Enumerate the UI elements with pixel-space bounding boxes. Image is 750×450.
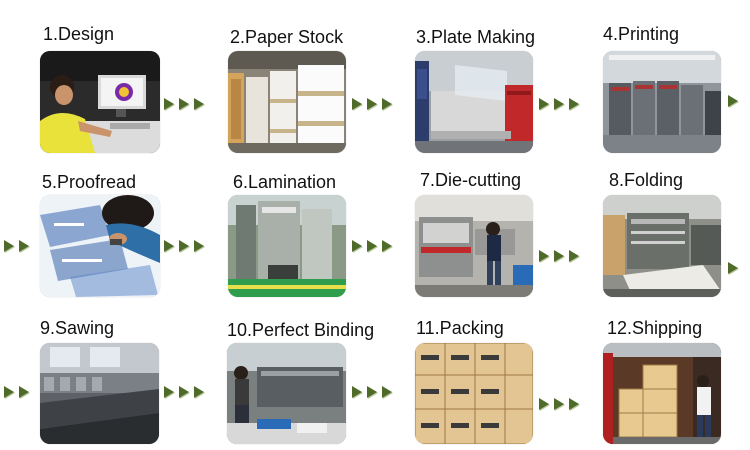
photo-printing bbox=[603, 51, 721, 153]
photo-paper-stock bbox=[228, 51, 346, 153]
triangle-right-icon bbox=[179, 240, 189, 252]
triangle-right-icon bbox=[539, 398, 549, 410]
step-label-packing: 11.Packing bbox=[416, 318, 504, 338]
triangle-right-icon bbox=[569, 98, 579, 110]
photo-design bbox=[40, 51, 160, 153]
triangle-right-icon bbox=[539, 98, 549, 110]
step-label-die-cutting: 7.Die-cutting bbox=[420, 170, 522, 190]
triangle-right-icon bbox=[728, 262, 738, 274]
flow-arrows-10-11 bbox=[352, 386, 392, 398]
photo-packing bbox=[415, 343, 533, 444]
flow-arrows-1-2 bbox=[164, 98, 204, 110]
step-label-proofread: 5.Proofread bbox=[42, 172, 137, 192]
step-label-design: 1.Design bbox=[43, 24, 115, 44]
flow-arrows-7-8 bbox=[539, 250, 579, 262]
triangle-right-icon bbox=[569, 398, 579, 410]
step-label-shipping: 12.Shipping bbox=[607, 318, 703, 338]
photo-die-cutting bbox=[415, 195, 533, 297]
flow-arrows-3-4 bbox=[539, 98, 579, 110]
triangle-right-icon bbox=[352, 386, 362, 398]
flow-arrows-11-12 bbox=[539, 398, 579, 410]
triangle-right-icon bbox=[4, 240, 14, 252]
step-label-plate-making: 3.Plate Making bbox=[416, 27, 536, 47]
flow-arrows-prev-9 bbox=[4, 386, 29, 398]
triangle-right-icon bbox=[164, 98, 174, 110]
triangle-right-icon bbox=[382, 240, 392, 252]
triangle-right-icon bbox=[19, 386, 29, 398]
triangle-right-icon bbox=[367, 386, 377, 398]
step-label-printing: 4.Printing bbox=[603, 24, 680, 44]
photo-proofread bbox=[40, 195, 160, 297]
triangle-right-icon bbox=[194, 240, 204, 252]
triangle-right-icon bbox=[382, 98, 392, 110]
step-label-folding: 8.Folding bbox=[609, 170, 684, 190]
triangle-right-icon bbox=[179, 386, 189, 398]
flow-arrows-2-3 bbox=[352, 98, 392, 110]
triangle-right-icon bbox=[179, 98, 189, 110]
photo-shipping bbox=[603, 343, 721, 444]
triangle-right-icon bbox=[4, 386, 14, 398]
step-label-paper-stock: 2.Paper Stock bbox=[230, 27, 344, 47]
triangle-right-icon bbox=[164, 386, 174, 398]
triangle-right-icon bbox=[19, 240, 29, 252]
step-label-sawing: 9.Sawing bbox=[40, 318, 115, 338]
flow-arrows-9-10 bbox=[164, 386, 204, 398]
flow-arrows-6-7 bbox=[352, 240, 392, 252]
photo-sawing bbox=[40, 343, 159, 444]
triangle-right-icon bbox=[539, 250, 549, 262]
triangle-right-icon bbox=[728, 95, 738, 107]
triangle-right-icon bbox=[194, 386, 204, 398]
step-label-lamination: 6.Lamination bbox=[233, 172, 337, 192]
photo-plate-making bbox=[415, 51, 533, 153]
triangle-right-icon bbox=[554, 98, 564, 110]
flow-arrows-4-next bbox=[728, 95, 738, 107]
flow-arrows-5-6 bbox=[164, 240, 204, 252]
triangle-right-icon bbox=[554, 398, 564, 410]
step-label-perfect-binding: 10.Perfect Binding bbox=[227, 320, 375, 340]
flow-arrows-8-next bbox=[728, 262, 738, 274]
triangle-right-icon bbox=[352, 240, 362, 252]
triangle-right-icon bbox=[164, 240, 174, 252]
photo-lamination bbox=[228, 195, 346, 297]
triangle-right-icon bbox=[382, 386, 392, 398]
flow-arrows-prev-5 bbox=[4, 240, 29, 252]
triangle-right-icon bbox=[554, 250, 564, 262]
triangle-right-icon bbox=[569, 250, 579, 262]
triangle-right-icon bbox=[367, 240, 377, 252]
triangle-right-icon bbox=[367, 98, 377, 110]
photo-perfect-binding bbox=[227, 343, 346, 444]
photo-folding bbox=[603, 195, 721, 297]
triangle-right-icon bbox=[194, 98, 204, 110]
triangle-right-icon bbox=[352, 98, 362, 110]
